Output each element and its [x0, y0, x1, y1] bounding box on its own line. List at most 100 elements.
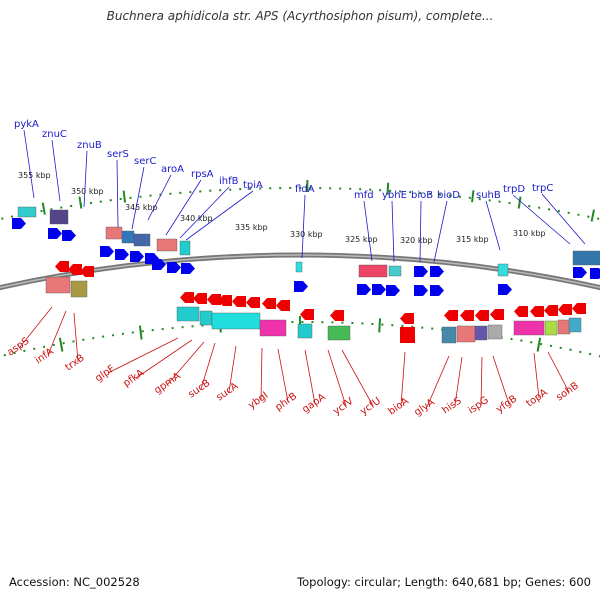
forward-gene-arrow: [430, 285, 444, 296]
gene-label-pfkA: pfkA: [121, 367, 146, 389]
major-tick: [78, 196, 83, 209]
forward-gene-arrow: [430, 266, 444, 277]
forward-gene-arrow: [152, 259, 166, 270]
kbp-label: 350 kbp: [71, 187, 104, 196]
reverse-gene-arrow: [68, 264, 82, 275]
gene-label-tpiA: tpiA: [243, 180, 263, 191]
gene-leader-line: [260, 347, 263, 401]
gene-label-ycfV: ycfV: [331, 396, 355, 418]
gene-label-bioA: bioA: [386, 396, 411, 418]
gene-feature: [474, 325, 488, 341]
gene-leader-line: [147, 174, 172, 221]
gene-label-pykA: pykA: [14, 119, 39, 130]
reverse-gene-arrow: [207, 294, 221, 305]
gene-feature: [105, 226, 123, 240]
forward-gene-arrow: [372, 284, 386, 295]
gene-label-ybhE: ybhE: [382, 190, 407, 201]
gene-label-sucA: sucA: [214, 381, 240, 404]
gene-label-suhB: suhB: [476, 190, 501, 201]
gene-feature: [211, 312, 261, 330]
forward-gene-arrow: [130, 251, 144, 262]
outer-dotted-ring: [0, 187, 600, 221]
gene-label-znuB: znuB: [77, 140, 102, 151]
gene-leader-line: [83, 150, 88, 208]
kbp-label: 320 kbp: [400, 236, 433, 245]
topology-summary: Topology: circular; Length: 640,681 bp; …: [297, 575, 591, 589]
gene-leader-line: [533, 352, 540, 399]
gene-label-hisS: hisS: [440, 396, 463, 417]
gene-feature: [295, 261, 303, 273]
map-title: Buchnera aphidicola str. APS (Acyrthosip…: [106, 9, 494, 23]
gene-feature: [179, 240, 191, 256]
reverse-gene-arrow: [444, 310, 458, 321]
reverse-gene-arrow: [276, 300, 290, 311]
reverse-gene-arrow: [475, 310, 489, 321]
reverse-gene-arrow: [558, 304, 572, 315]
gene-leader-line: [541, 193, 586, 245]
gene-label-ybgI: ybgI: [246, 390, 270, 411]
gene-leader-line: [547, 351, 570, 393]
gene-label-trxB: trxB: [63, 353, 86, 374]
gene-feature: [297, 323, 313, 339]
forward-gene-arrow: [48, 228, 62, 239]
reverse-gene-arrow: [246, 297, 260, 308]
major-tick: [517, 196, 522, 209]
reverse-gene-arrow: [400, 313, 414, 324]
gene-leader-line: [135, 339, 193, 379]
gene-feature: [327, 325, 351, 341]
gene-feature: [572, 250, 600, 266]
gene-feature: [388, 265, 402, 277]
gene-label-gpmA: gpmA: [152, 371, 182, 397]
gene-label-gapA: gapA: [300, 392, 327, 416]
reverse-gene-arrow: [460, 310, 474, 321]
gene-feature: [544, 320, 558, 336]
forward-gene-arrow: [100, 246, 114, 257]
gene-leader-line: [426, 355, 450, 408]
major-tick: [386, 182, 390, 195]
gene-feature: [45, 276, 71, 294]
gene-feature: [121, 230, 135, 244]
major-tick: [590, 209, 595, 222]
gene-label-sohB: sohB: [554, 380, 581, 403]
gene-label-sucB: sucB: [186, 378, 212, 401]
major-tick: [471, 190, 475, 203]
gene-label-trpC: trpC: [532, 183, 553, 194]
reverse-gene-arrow: [544, 305, 558, 316]
kbp-label: 335 kbp: [235, 223, 268, 232]
forward-gene-arrow: [294, 281, 308, 292]
gene-leader-line: [200, 342, 216, 390]
gene-label-ispG: ispG: [466, 395, 490, 417]
gene-leader-line: [454, 356, 463, 406]
forward-gene-arrow: [115, 249, 129, 260]
major-tick: [122, 190, 127, 203]
forward-gene-arrow: [414, 285, 428, 296]
gene-feature: [513, 320, 545, 336]
kbp-label: 330 kbp: [290, 230, 323, 239]
gene-leader-line: [228, 345, 237, 393]
gene-feature: [456, 325, 476, 343]
gene-feature: [49, 209, 69, 225]
gene-feature: [557, 319, 571, 335]
forward-gene-arrow: [498, 284, 512, 295]
gene-leader-line: [165, 179, 202, 236]
kbp-label: 315 kbp: [456, 235, 489, 244]
gene-label-bioD: bioD: [437, 190, 460, 201]
gene-label-fldA: fldA: [295, 184, 315, 195]
gene-leader-line: [23, 129, 35, 199]
gene-label-ihfB: ihfB: [219, 176, 239, 187]
reverse-gene-arrow: [572, 303, 586, 314]
gene-label-aspS: aspS: [5, 336, 31, 359]
gene-label-mfd: mfd: [354, 190, 374, 201]
gene-label-yfgB: yfgB: [494, 393, 519, 415]
major-tick: [378, 318, 382, 333]
reverse-gene-arrow: [232, 296, 246, 307]
gene-label-glyA: glyA: [412, 397, 436, 419]
kbp-label: 310 kbp: [513, 229, 546, 238]
forward-gene-arrow: [181, 263, 195, 274]
major-tick: [58, 337, 64, 352]
gene-label-rpsA: rpsA: [191, 169, 214, 180]
gene-leader-line: [107, 337, 179, 374]
gene-label-trpD: trpD: [503, 184, 525, 195]
gene-leader-line: [277, 348, 289, 403]
kbp-label: 355 kbp: [18, 171, 51, 180]
